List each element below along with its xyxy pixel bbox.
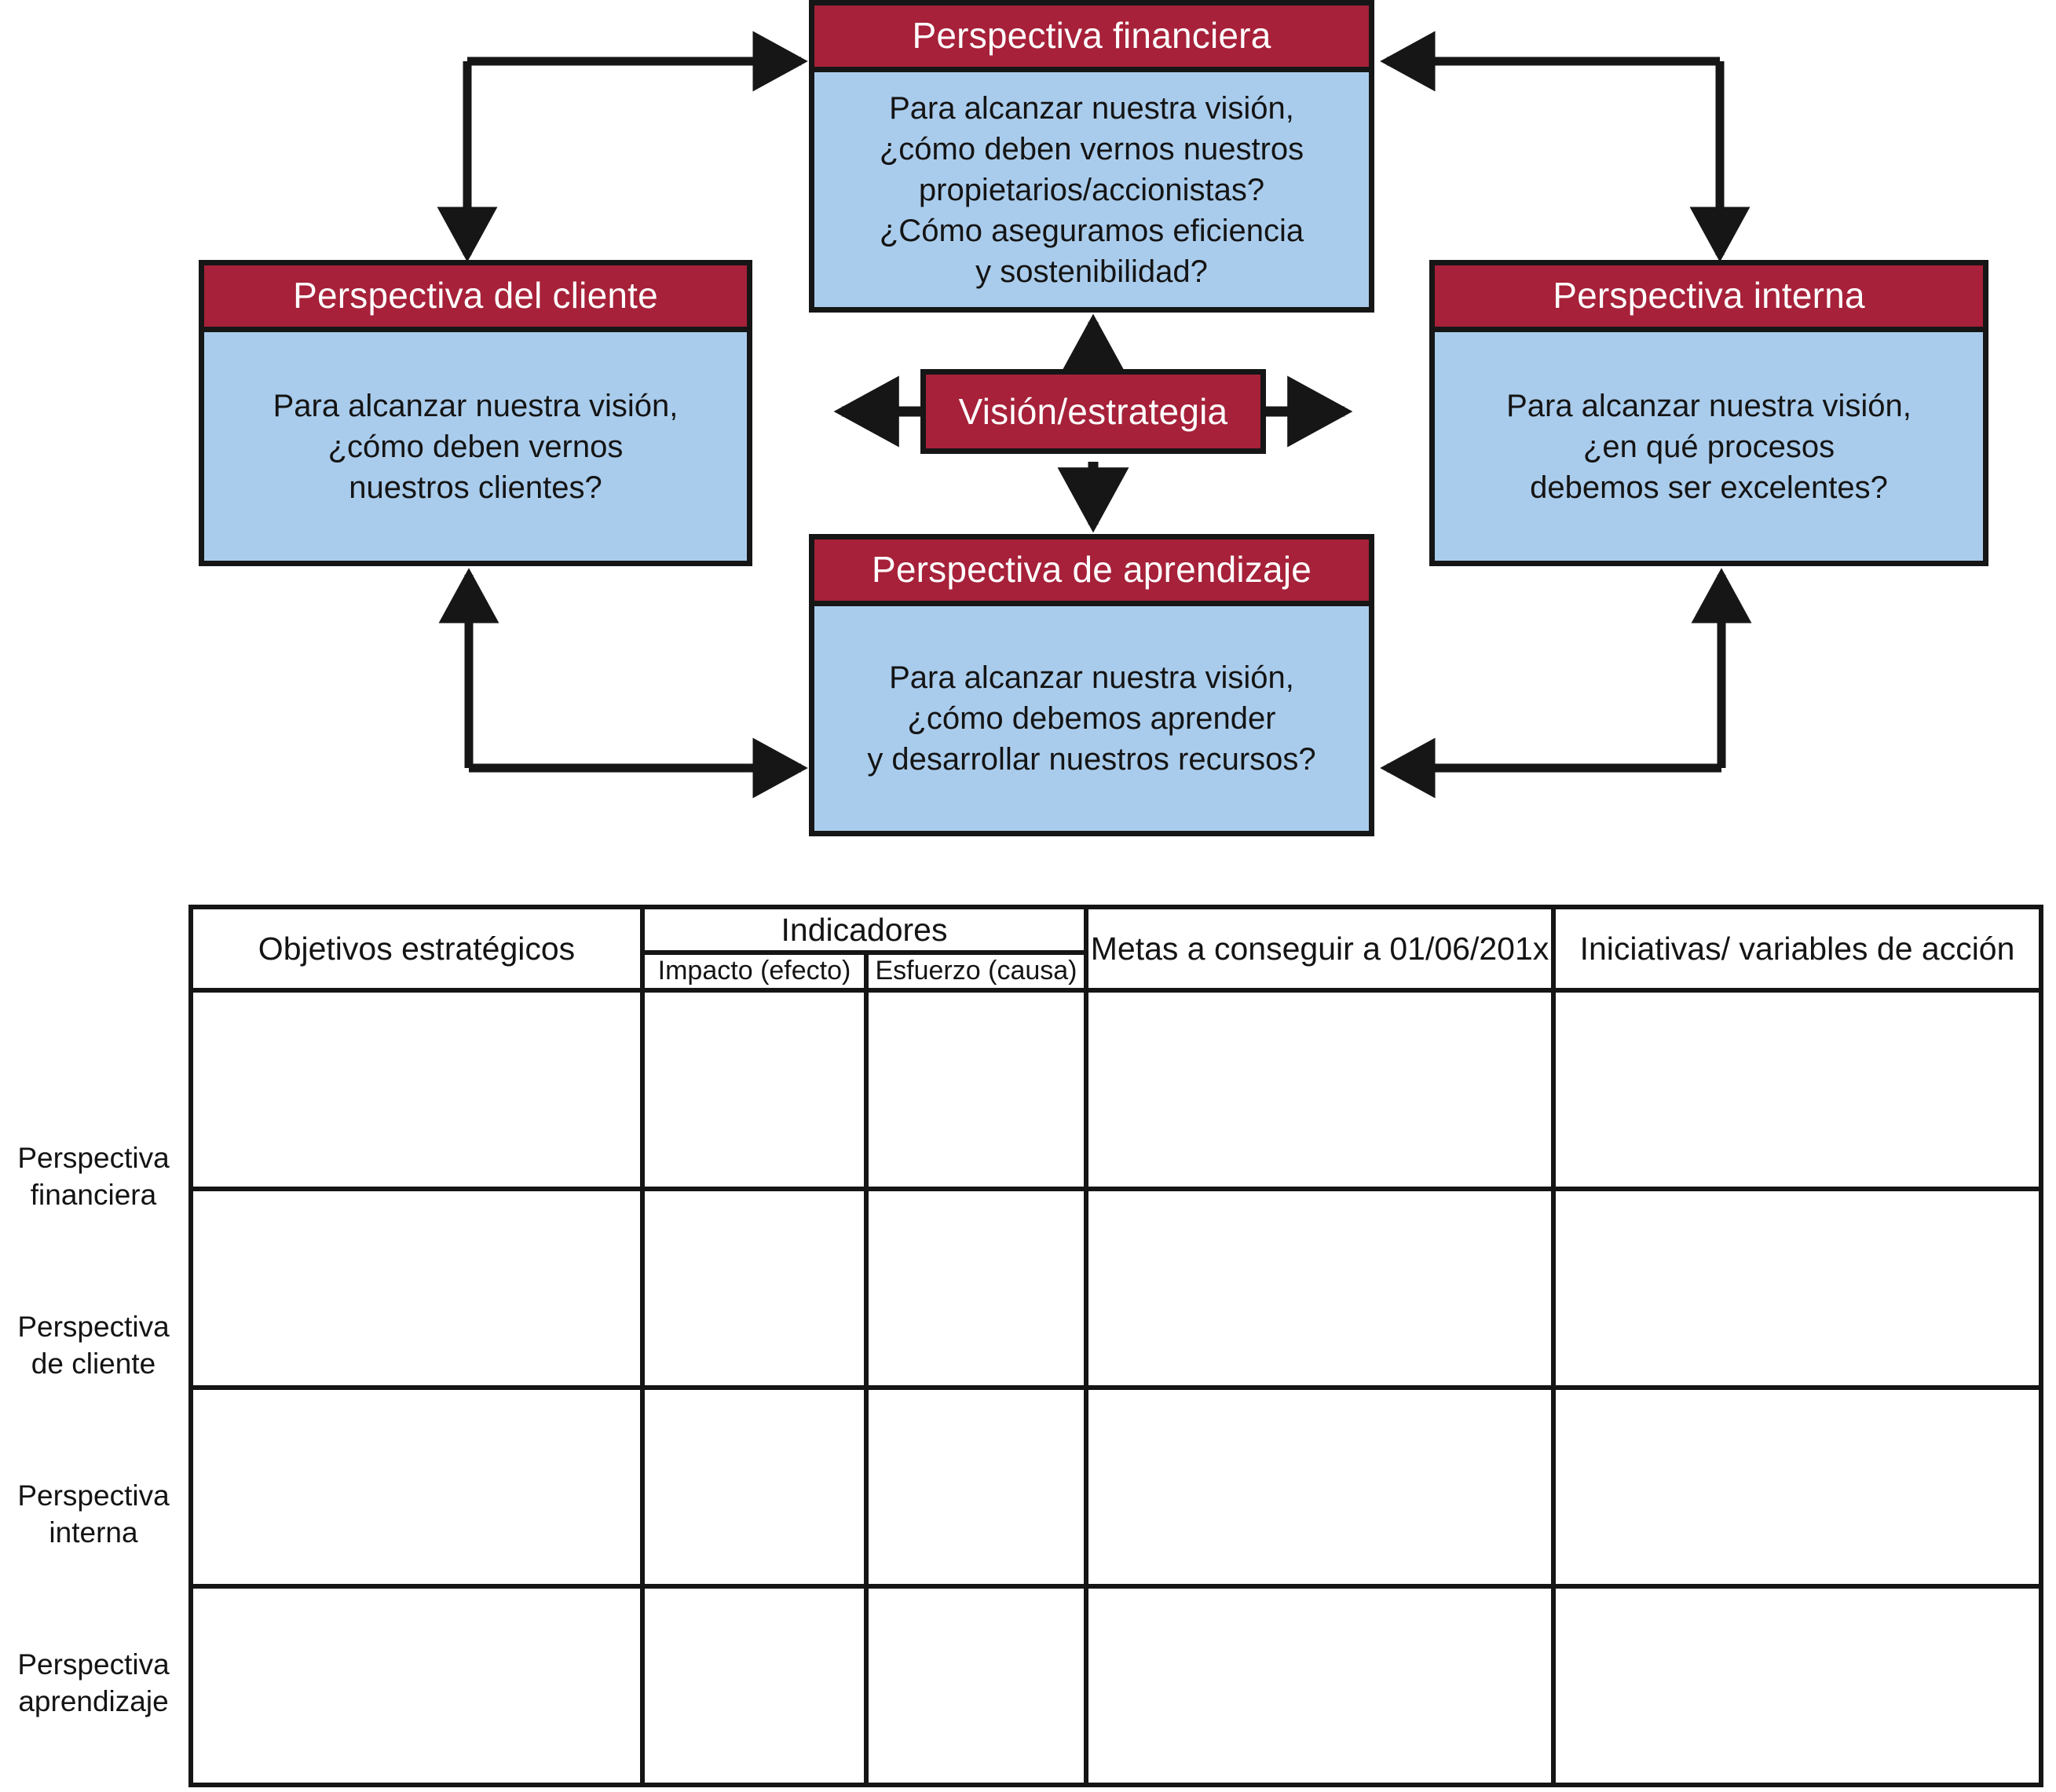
cell-interna-iniciativas[interactable]: [1551, 1384, 2043, 1589]
perspective-title-cliente: Perspectiva del cliente: [204, 265, 747, 333]
column-header-esfuerzo: Esfuerzo (causa): [864, 950, 1088, 993]
perspective-body-aprendizaje: Para alcanzar nuestra visión, ¿cómo debe…: [814, 606, 1369, 831]
cell-financiera-objetivos[interactable]: [188, 987, 645, 1191]
interna-line-1: Para alcanzar nuestra visión,: [1506, 388, 1911, 423]
cell-financiera-metas[interactable]: [1084, 987, 1556, 1191]
aprendizaje-line-2: ¿cómo debemos aprender: [907, 701, 1276, 737]
vision-strategy-box[interactable]: Visión/estrategia: [920, 369, 1266, 454]
cell-interna-objetivos[interactable]: [188, 1384, 645, 1589]
cliente-line-3: nuestros clientes?: [349, 470, 602, 505]
row-label-interna-line-1: Perspectiva: [17, 1479, 170, 1512]
row-label-cliente-line-2: de cliente: [31, 1347, 156, 1380]
cell-financiera-impacto[interactable]: [640, 987, 869, 1191]
column-header-metas-line-2: a conseguir: [1187, 930, 1354, 967]
perspective-box-aprendizaje[interactable]: Perspectiva de aprendizaje Para alcanzar…: [809, 534, 1374, 836]
column-header-impacto-line-1: Impacto: [657, 956, 753, 986]
table-row: [188, 1583, 2043, 1788]
financiera-line-1: Para alcanzar nuestra visión,: [889, 90, 1294, 126]
perspective-title-interna: Perspectiva interna: [1435, 265, 1983, 333]
column-header-objetivos: Objetivos estratégicos: [188, 905, 645, 993]
cell-aprendizaje-iniciativas[interactable]: [1551, 1583, 2043, 1788]
row-label-financiera-line-2: financiera: [30, 1178, 157, 1211]
scorecard-header-row-1: Objetivos estratégicos Indicadores Metas…: [188, 904, 2043, 993]
column-header-metas: Metas a conseguir a 01/06/201x: [1084, 905, 1556, 993]
column-header-impacto: Impacto (efecto): [640, 950, 869, 993]
perspective-box-cliente[interactable]: Perspectiva del cliente Para alcanzar nu…: [199, 260, 752, 566]
cell-interna-esfuerzo[interactable]: [864, 1384, 1088, 1589]
perspective-box-interna[interactable]: Perspectiva interna Para alcanzar nuestr…: [1429, 260, 1988, 566]
column-header-metas-line-3: a 01/06/201x: [1363, 930, 1549, 967]
cell-financiera-esfuerzo[interactable]: [864, 987, 1088, 1191]
cell-interna-metas[interactable]: [1084, 1384, 1556, 1589]
column-header-indicadores-label: Indicadores: [781, 912, 948, 948]
perspective-body-interna: Para alcanzar nuestra visión, ¿en qué pr…: [1435, 332, 1983, 561]
cell-aprendizaje-esfuerzo[interactable]: [864, 1583, 1088, 1788]
cliente-line-1: Para alcanzar nuestra visión,: [273, 388, 679, 423]
financiera-line-4: ¿Cómo aseguramos eficiencia: [879, 213, 1304, 248]
cell-cliente-iniciativas[interactable]: [1551, 1186, 2043, 1390]
perspective-body-financiera: Para alcanzar nuestra visión, ¿cómo debe…: [814, 72, 1369, 307]
financiera-line-5: y sostenibilidad?: [975, 254, 1208, 289]
cell-cliente-impacto[interactable]: [640, 1186, 869, 1390]
row-label-aprendizaje-line-2: aprendizaje: [18, 1684, 169, 1717]
cell-cliente-objetivos[interactable]: [188, 1186, 645, 1390]
aprendizaje-line-1: Para alcanzar nuestra visión,: [889, 660, 1294, 696]
cell-interna-impacto[interactable]: [640, 1384, 869, 1589]
scorecard-header: Objetivos estratégicos Indicadores Metas…: [188, 904, 2043, 993]
cell-aprendizaje-impacto[interactable]: [640, 1583, 869, 1788]
table-row: [188, 1186, 2043, 1390]
aprendizaje-line-3: y desarrollar nuestros recursos?: [867, 742, 1316, 777]
cell-cliente-esfuerzo[interactable]: [864, 1186, 1088, 1390]
interna-line-3: debemos ser excelentes?: [1530, 470, 1888, 505]
column-header-esfuerzo-line-2: (causa): [988, 956, 1077, 986]
vision-strategy-label: Visión/estrategia: [958, 391, 1228, 432]
column-header-objetivos-line-1: Objetivos: [258, 930, 393, 967]
cell-aprendizaje-objetivos[interactable]: [188, 1583, 645, 1788]
perspective-title-financiera: Perspectiva financiera: [814, 5, 1369, 73]
column-header-iniciativas: Iniciativas/ variables de acción: [1551, 905, 2043, 993]
column-header-esfuerzo-line-1: Esfuerzo: [875, 956, 981, 986]
column-header-objetivos-line-2: estratégicos: [401, 930, 576, 967]
row-label-financiera: Perspectiva financiera: [0, 1140, 187, 1213]
row-label-cliente-line-1: Perspectiva: [17, 1311, 170, 1343]
scorecard-body: [188, 987, 2043, 1788]
row-label-financiera-line-1: Perspectiva: [17, 1142, 170, 1174]
row-label-interna-line-2: interna: [49, 1516, 138, 1549]
cell-aprendizaje-metas[interactable]: [1084, 1583, 1556, 1788]
perspective-body-cliente: Para alcanzar nuestra visión, ¿cómo debe…: [204, 332, 747, 561]
cliente-line-2: ¿cómo deben vernos: [327, 429, 624, 464]
row-label-aprendizaje-line-1: Perspectiva: [17, 1648, 170, 1680]
interna-line-2: ¿en qué procesos: [1582, 429, 1835, 464]
perspective-box-financiera[interactable]: Perspectiva financiera Para alcanzar nue…: [809, 0, 1374, 313]
perspective-title-aprendizaje: Perspectiva de aprendizaje: [814, 539, 1369, 607]
table-row: [188, 1384, 2043, 1589]
financiera-line-3: propietarios/accionistas?: [918, 172, 1265, 207]
column-header-impacto-line-2: (efecto): [760, 956, 851, 986]
scorecard-header-row-2: Impacto (efecto) Esfuerzo (causa): [191, 950, 2041, 993]
column-header-iniciativas-line-2: variables de acción: [1739, 930, 2015, 967]
row-label-interna: Perspectiva interna: [0, 1478, 187, 1551]
row-label-aprendizaje: Perspectiva aprendizaje: [0, 1647, 187, 1720]
row-label-cliente: Perspectiva de cliente: [0, 1309, 187, 1382]
column-header-metas-line-1: Metas: [1090, 930, 1179, 967]
scorecard-table: Objetivos estratégicos Indicadores Metas…: [188, 904, 2043, 1788]
column-header-iniciativas-line-1: Iniciativas/: [1579, 930, 1731, 967]
cell-cliente-metas[interactable]: [1084, 1186, 1556, 1390]
table-row: [188, 987, 2043, 1191]
column-header-indicadores: Indicadores: [640, 904, 1088, 956]
financiera-line-2: ¿cómo deben vernos nuestros: [879, 131, 1304, 166]
cell-financiera-iniciativas[interactable]: [1551, 987, 2043, 1191]
